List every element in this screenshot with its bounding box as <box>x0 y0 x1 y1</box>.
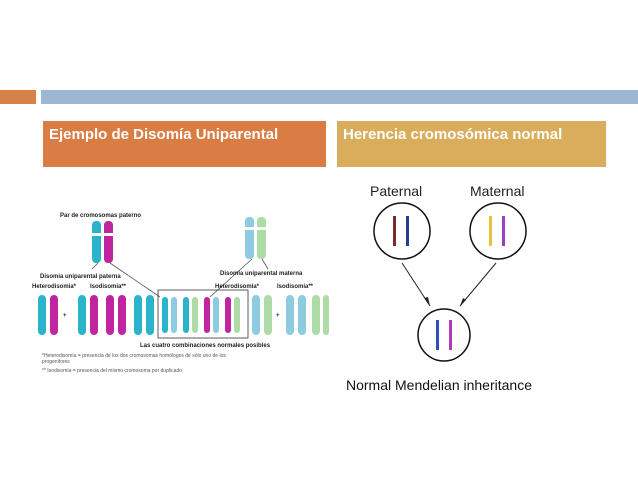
normal-combinations-box <box>157 289 249 339</box>
right-title: Herencia cromosómica normal <box>337 121 606 167</box>
paternal-label: Paternal <box>370 183 422 199</box>
paternal-cell <box>373 202 431 260</box>
maternal-disomy-label: Disomía uniparental materna <box>220 271 303 277</box>
mendelian-inheritance-diagram: Paternal Maternal Normal Mendelian inher… <box>346 183 532 393</box>
heterodisomy-left-label: Heterodisomia* <box>32 284 77 290</box>
paternal-pair-label: Par de cromosomas paterno <box>60 213 141 219</box>
accent-bar-orange <box>0 90 36 104</box>
svg-text:+: + <box>63 313 67 319</box>
offspring-cell <box>417 308 471 362</box>
paternal-disomy-label: Disomia uniparental paterna <box>40 274 121 280</box>
accent-bar-blue <box>41 90 638 104</box>
maternal-pair-top <box>245 217 266 259</box>
maternal-cell <box>469 202 527 260</box>
note-isodisomy: ** Isodisomía = presencia del mismo crom… <box>42 368 182 374</box>
uniparental-disomy-diagram: Par de cromosomas paterno Disomia unipar… <box>32 213 329 374</box>
mendelian-caption: Normal Mendelian inheritance <box>346 377 532 393</box>
isodisomy-left-label: Isodisomía** <box>90 284 127 290</box>
paternal-pair-top <box>92 221 113 263</box>
left-title: Ejemplo de Disomía Uniparental <box>43 121 326 167</box>
normal-combinations-label: Las cuatro combinaciones normales posibl… <box>140 343 271 349</box>
isodisomy-right-label: Isodisomía** <box>277 284 314 290</box>
note-heterodisomy-line1: *Heterodisomía = presencia de los dos cr… <box>42 353 226 359</box>
chromosome-row: + + <box>38 289 329 339</box>
svg-text:+: + <box>276 313 280 319</box>
heterodisomy-right-label: Heterodisomía* <box>215 284 260 290</box>
maternal-label: Maternal <box>470 183 524 199</box>
note-heterodisomy-line2: progenitores <box>42 359 70 365</box>
